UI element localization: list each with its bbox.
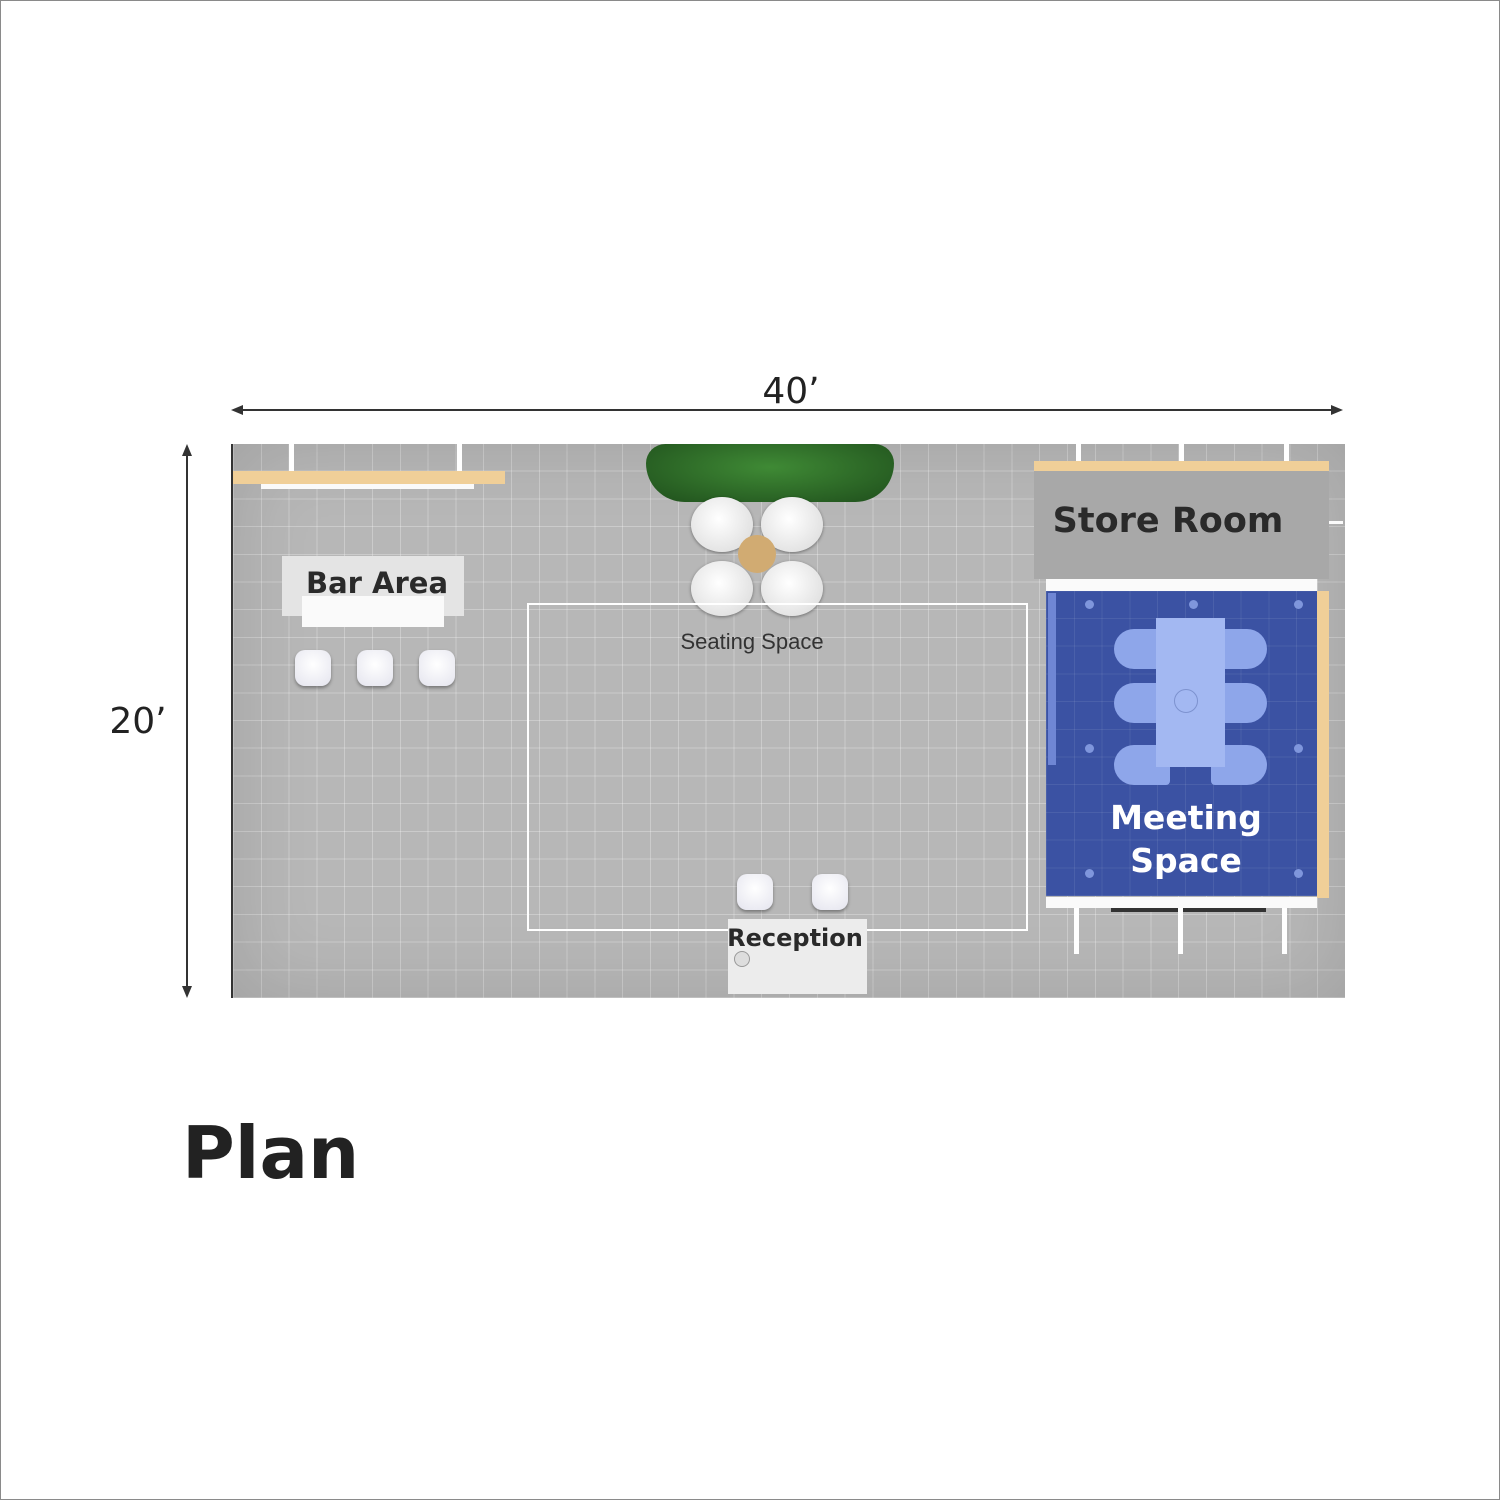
- meeting-label-line1: Meeting: [1110, 798, 1262, 837]
- reception-label: Reception: [727, 924, 863, 952]
- width-label: 40’: [762, 371, 820, 412]
- reception-desk: [728, 919, 867, 994]
- back-shelf: [261, 484, 474, 489]
- depth-label: 20’: [109, 701, 167, 742]
- post: [1179, 444, 1184, 462]
- post: [1178, 908, 1183, 954]
- lounge-chair: [761, 561, 823, 616]
- reception-chair: [737, 874, 773, 910]
- seating-space-label: Seating Space: [680, 629, 824, 654]
- light-dot: [1085, 869, 1094, 878]
- post: [289, 444, 294, 472]
- light-dot: [1294, 744, 1303, 753]
- light-dot: [1085, 600, 1094, 609]
- bar-stool: [357, 650, 393, 686]
- store-room-label: Store Room: [1052, 501, 1284, 541]
- meeting-side-wall: [1317, 591, 1329, 898]
- post: [1282, 908, 1287, 954]
- plan-caption: Plan: [182, 1111, 360, 1195]
- coffee-table: [738, 535, 776, 573]
- back-counter: [233, 471, 505, 484]
- meeting-panel: [1048, 593, 1056, 765]
- light-dot: [1294, 600, 1303, 609]
- wall-stub: [1329, 521, 1343, 524]
- bar-stool: [419, 650, 455, 686]
- arrowhead-left: [231, 405, 243, 415]
- post: [1284, 444, 1289, 462]
- dimension-arrows: [182, 405, 1343, 998]
- light-dot: [1294, 869, 1303, 878]
- post: [1074, 908, 1079, 954]
- meeting-threshold: [1111, 908, 1266, 912]
- light-dot: [1189, 600, 1198, 609]
- bar-stool: [295, 650, 331, 686]
- store-wall: [1046, 579, 1317, 591]
- post: [1076, 444, 1081, 462]
- arrowhead-top: [182, 444, 192, 456]
- store-wall-top: [1034, 461, 1329, 471]
- light-dot: [1085, 744, 1094, 753]
- meeting-front-wall: [1046, 897, 1317, 908]
- logo-mark: [734, 951, 750, 967]
- table-centerpiece: [1174, 689, 1198, 713]
- plant-planter: [646, 444, 894, 502]
- arrowhead-bottom: [182, 986, 192, 998]
- store-room: [1034, 471, 1329, 579]
- bar-area-label: Bar Area: [305, 566, 449, 600]
- reception-chair: [812, 874, 848, 910]
- bar-counter-front: [302, 596, 444, 627]
- lounge-chair: [691, 561, 753, 616]
- arrowhead-right: [1331, 405, 1343, 415]
- meeting-label-line2: Space: [1130, 841, 1242, 880]
- post: [457, 444, 462, 472]
